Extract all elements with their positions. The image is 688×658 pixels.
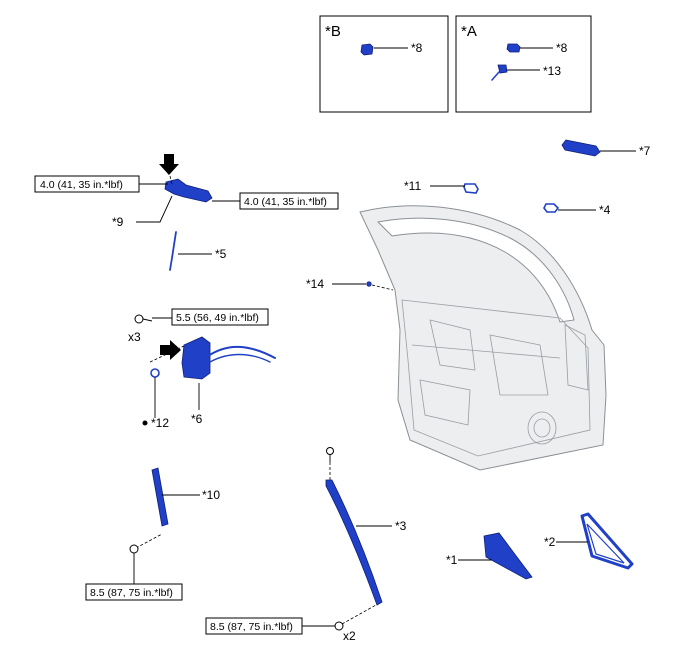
door-speaker-hole-inner (533, 418, 551, 438)
inset-a-tag: *A (461, 23, 477, 40)
inset-a-part-8-label: *8 (556, 41, 568, 55)
torque-text-rear-sash: 8.5 (87, 75 in.*lbf) (90, 587, 173, 599)
part-6-door-lock (181, 336, 211, 380)
part-14-dash (371, 284, 394, 291)
part-11-cap (463, 183, 479, 194)
part-14-clip (366, 281, 372, 287)
inset-a: *A *8 *13 (455, 15, 592, 113)
inset-b-tag: *B (325, 23, 341, 40)
rear-sash-dash (135, 533, 163, 549)
torque-text-front-sash: 8.5 (87, 75 in.*lbf) (210, 621, 293, 633)
part-6-cable-1 (207, 345, 276, 359)
front-sash-bolt-quantity: x2 (343, 629, 356, 643)
part-6-cable-2 (209, 353, 271, 363)
part-14-label: *14 (306, 277, 324, 291)
part-2-frame (580, 512, 634, 570)
front-sash-upper-screw-icon (326, 447, 334, 455)
inset-a-part-13-label: *13 (543, 64, 561, 78)
door-speaker-hole (527, 411, 557, 445)
part-4-cover (543, 203, 560, 213)
torque-text-lock: 5.5 (56, 49 in.*lbf) (176, 312, 259, 324)
lock-dash (149, 345, 185, 363)
part-9-leader (136, 195, 173, 223)
door-inner-cutout-2 (489, 334, 549, 396)
part-10-rear-sash (151, 467, 169, 527)
front-sash-lower-dash (341, 604, 377, 625)
bolt-icon (134, 314, 144, 324)
inset-a-frame (455, 15, 592, 113)
inset-a-part-8 (506, 43, 521, 53)
torque-text-handle-right: 4.0 (41, 35 in.*lbf) (244, 196, 327, 208)
part-7-label: *7 (639, 144, 651, 158)
part-2-label: *2 (544, 535, 556, 549)
part-9-label: *9 (112, 215, 124, 229)
rear-sash-bolt-icon (129, 544, 139, 554)
part-6-label: *6 (191, 412, 203, 426)
door-panel (359, 205, 607, 471)
torque-box-lock (171, 308, 269, 326)
arrow-icon (159, 154, 179, 175)
part-1-cover (483, 532, 533, 580)
part-9-handle-frame (164, 178, 213, 203)
inset-a-part-13-tail (491, 71, 500, 81)
part-5-label: *5 (215, 247, 227, 261)
part-3-front-sash (325, 479, 383, 606)
part-7-outside-handle (561, 139, 601, 157)
door-inner-cutout-3 (419, 379, 471, 426)
door-beam-line (411, 344, 561, 359)
part-2-frame-inner (586, 523, 625, 564)
door-latch-area (564, 324, 589, 391)
front-sash-lower-bolt-icon (334, 621, 344, 631)
part-4-label: *4 (599, 203, 611, 217)
part-10-label: *10 (202, 488, 220, 502)
door-window-opening (376, 217, 575, 323)
inset-b-part-8 (360, 43, 374, 56)
lock-bolt-quantity: x3 (128, 330, 141, 344)
grease-dot-icon (142, 420, 148, 426)
inset-b: *B *8 (319, 15, 449, 113)
inset-b-part-label: *8 (411, 41, 423, 55)
part-5-rod (169, 231, 177, 271)
part-1-label: *1 (446, 553, 458, 567)
torque-box-rear-sash (85, 583, 183, 601)
lock-arrow-icon (160, 340, 181, 360)
part-11-label: *11 (404, 179, 421, 193)
door-inner-panel (401, 299, 591, 457)
door-outer-shell (359, 205, 607, 471)
inset-b-frame (319, 15, 449, 113)
lock-grommet (150, 368, 160, 378)
inset-a-part-13 (497, 64, 508, 74)
door-inner-cutout-1 (429, 319, 476, 371)
handle-arrow-dash (169, 175, 173, 185)
part-12-label: *12 (151, 416, 169, 430)
lock-bolt-shank (142, 318, 153, 322)
torque-text-handle-left: 4.0 (41, 35 in.*lbf) (40, 179, 123, 191)
part-3-label: *3 (395, 519, 407, 533)
